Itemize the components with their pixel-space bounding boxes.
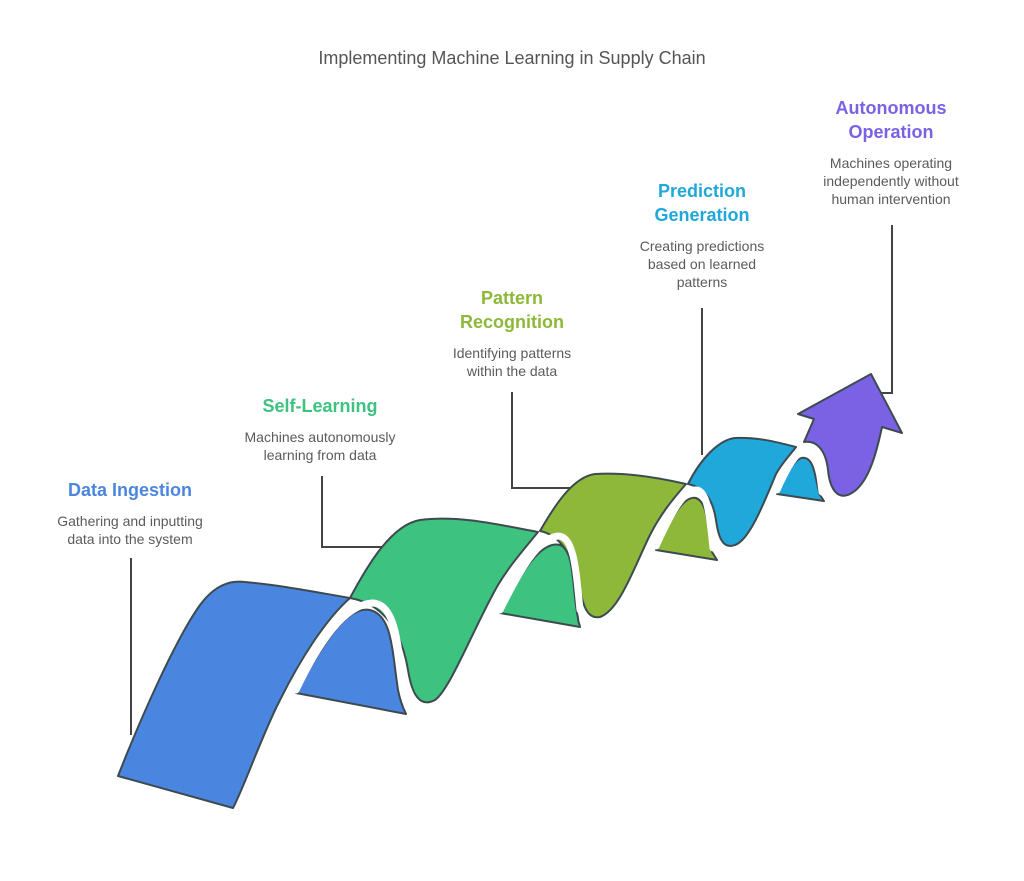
title-line: Generation	[654, 205, 750, 225]
title-line: Autonomous	[835, 98, 947, 118]
title-line: Pattern	[480, 288, 543, 308]
gap-2-3	[496, 532, 584, 614]
stage-title: Prediction Generation	[602, 179, 802, 227]
stage-description: Gathering and inputting data into the sy…	[30, 512, 230, 548]
stage-pattern-recognition: Pattern Recognition Identifying patterns…	[412, 286, 612, 380]
desc-line: learning from data	[263, 447, 377, 463]
desc-line: based on learned	[647, 256, 757, 272]
stage-title: Autonomous Operation	[786, 96, 996, 144]
segment-prediction-generation-band	[687, 436, 797, 547]
desc-line: Creating predictions	[639, 238, 765, 254]
desc-line: patterns	[676, 274, 728, 290]
segment-autonomous-operation-arrow	[797, 373, 903, 497]
connector-autonomous-operation	[876, 225, 893, 394]
connector-self-learning	[321, 476, 382, 548]
stage-title: Data Ingestion	[67, 480, 192, 500]
stage-data-ingestion: Data Ingestion Gathering and inputting d…	[30, 478, 230, 548]
desc-line: within the data	[466, 363, 558, 379]
gap-1-2	[292, 599, 406, 694]
stage-description: Creating predictions based on learned pa…	[602, 237, 802, 291]
title-line: Operation	[848, 122, 934, 142]
desc-line: independently without	[823, 173, 959, 189]
stage-self-learning: Self-Learning Machines autonomously lear…	[220, 394, 420, 464]
desc-line: Identifying patterns	[452, 345, 572, 361]
desc-line: Gathering and inputting	[57, 513, 203, 529]
title-line: Recognition	[460, 312, 564, 332]
stage-prediction-generation: Prediction Generation Creating predictio…	[602, 179, 802, 291]
desc-line: Machines autonomously	[244, 429, 396, 445]
stage-title: Pattern Recognition	[412, 286, 612, 334]
stage-title: Self-Learning	[262, 396, 378, 416]
segment-self-learning-band	[349, 517, 539, 704]
gap-4-5	[773, 446, 826, 496]
title-line: Prediction	[657, 181, 746, 201]
stage-description: Identifying patterns within the data	[412, 344, 612, 380]
stage-description: Machines autonomously learning from data	[220, 428, 420, 464]
segment-data-ingestion-band	[117, 580, 351, 809]
stage-description: Machines operating independently without…	[786, 154, 996, 208]
gap-3-4	[652, 486, 717, 552]
desc-line: human intervention	[831, 191, 951, 207]
desc-line: Machines operating	[829, 155, 953, 171]
desc-line: data into the system	[67, 531, 193, 547]
connector-pattern-recognition	[511, 392, 572, 489]
stage-autonomous-operation: Autonomous Operation Machines operating …	[786, 96, 996, 208]
diagram-title: Implementing Machine Learning in Supply …	[318, 48, 706, 68]
